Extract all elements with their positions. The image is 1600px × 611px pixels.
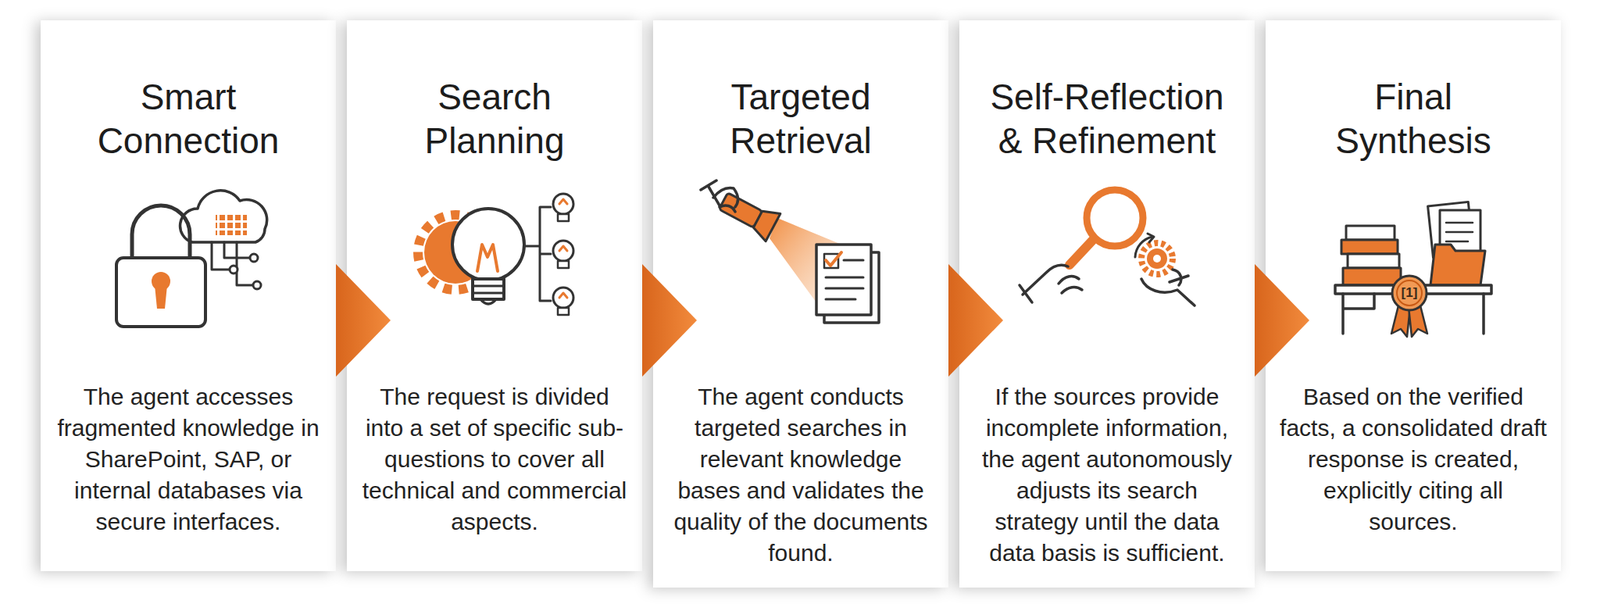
icon-rect: [557, 214, 569, 222]
desk-books-icon: [1335, 201, 1492, 337]
icon-rect: [816, 244, 872, 315]
icon-rect: [1342, 267, 1401, 286]
icon-path: [1019, 264, 1083, 303]
icon-circle: [1396, 280, 1422, 306]
icon-circle: [553, 193, 574, 215]
step-title: Final Synthesis: [1296, 75, 1531, 171]
icon-path: [559, 246, 568, 251]
icon-path: [477, 244, 498, 272]
step-panel: Targeted RetrievalThe agent conducts tar…: [653, 20, 949, 588]
icon-circle: [553, 240, 574, 261]
icon-path: [708, 186, 720, 206]
icon-path: [1446, 222, 1473, 242]
icon-path: [154, 285, 168, 309]
icon-circle: [1141, 242, 1173, 275]
icon-rect: [215, 213, 247, 236]
icon-circle: [1086, 189, 1143, 247]
step-description: The request is divided into a set of spe…: [359, 381, 630, 538]
icon-path: [1141, 269, 1195, 306]
step-panel: Self-Reflection & Refinement If the sourc…: [959, 20, 1255, 588]
flow-chevron: [1254, 264, 1310, 377]
step-panel: Smart ConnectionThe agent accesses fragm…: [40, 20, 336, 572]
step-description: The agent accesses fragmented knowledge …: [53, 381, 324, 538]
icon-rect: [1346, 225, 1395, 240]
icon-rect: [1341, 239, 1398, 254]
icon-path: [1430, 244, 1486, 286]
icon-circle: [452, 208, 525, 281]
step-title: Targeted Retrieval: [683, 75, 918, 171]
step-description: Based on the verified facts, a consolida…: [1278, 381, 1549, 538]
flow-chevron: [642, 264, 697, 377]
citation-marker: [1]: [1401, 285, 1418, 300]
icon-path: [472, 285, 504, 293]
icon-path: [180, 190, 268, 243]
panel-card: [40, 20, 336, 572]
panel-card: [346, 20, 643, 572]
icon-circle: [1146, 248, 1168, 269]
step-title: Search Planning: [377, 75, 612, 171]
icon-rect: [557, 307, 569, 315]
step-panel: Search PlanningThe request is divided in…: [346, 20, 643, 572]
icon-rect: [1347, 253, 1400, 268]
icon-line: [1069, 239, 1093, 265]
icon-path: [132, 205, 190, 258]
icon-path: [472, 278, 504, 300]
icon-path: [211, 242, 253, 286]
citation-badge: [1]: [1401, 285, 1418, 301]
icon-path: [559, 292, 568, 298]
step-description: If the sources provide incomplete inform…: [971, 381, 1243, 569]
icon-path: [559, 199, 568, 204]
icon-g: [116, 180, 1492, 337]
flow-chevron: [335, 264, 391, 377]
icon-path: [825, 260, 864, 300]
flow-chevron: [948, 264, 1004, 377]
bulb-gear-icon: [417, 193, 574, 315]
icon-g: [716, 187, 781, 242]
icon-circle: [250, 253, 258, 262]
icon-path: [525, 207, 551, 301]
icon-path: [750, 205, 781, 242]
lock-cloud-icon: [116, 190, 268, 327]
icon-rect: [557, 260, 569, 268]
magnifier-gear-icon: [1019, 189, 1195, 306]
panel-card: [1265, 20, 1561, 572]
icon-path: [1147, 233, 1154, 243]
icon-circle: [253, 281, 261, 290]
icon-rect: [116, 257, 206, 327]
icon-circle: [1153, 254, 1161, 263]
icon-circle: [229, 265, 238, 274]
step-description: The agent conducts targeted searches in …: [665, 381, 936, 569]
flashlight-document-icon: [700, 180, 879, 323]
step-title: Smart Connection: [71, 75, 306, 171]
icon-circle: [1392, 275, 1427, 311]
panel-card: [653, 20, 949, 588]
panel-card: [959, 20, 1255, 588]
icon-path: [480, 299, 497, 304]
icon-circle: [553, 287, 574, 308]
step-title: Self-Reflection & Refinement: [973, 75, 1241, 171]
icon-path: [825, 252, 842, 266]
icon-path: [700, 180, 739, 212]
